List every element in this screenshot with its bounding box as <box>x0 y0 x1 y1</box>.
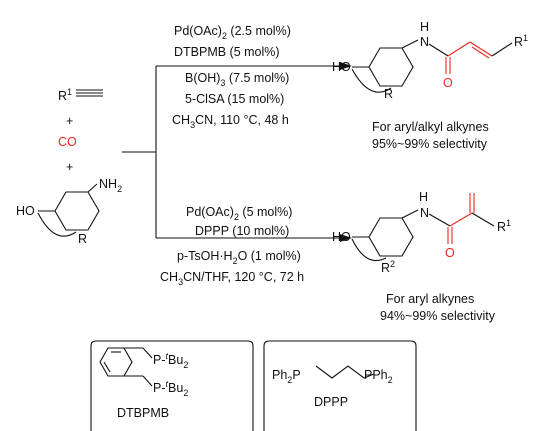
upper-conditions: Pd(OAc)2 (2.5 mol%) DTBPMB (5 mol%) B(OH… <box>172 24 291 130</box>
upper-selectivity-note: 95%~99% selectivity <box>372 137 488 151</box>
dtbpmb-phosphine-top: P-tBu2 <box>153 351 188 370</box>
upper-product-ring <box>368 47 414 87</box>
upper-product-alkene-bond-1 <box>469 41 493 57</box>
upper-cond-ligand: DTBPMB (5 mol%) <box>174 45 280 59</box>
dtbpmb-ligand-name: DTBPMB <box>117 406 169 420</box>
lower-selectivity-note: 94%~99% selectivity <box>380 309 496 323</box>
lower-product-n-label: N <box>420 206 429 220</box>
upper-product-r1-bond <box>491 42 513 57</box>
dtbpmb-ligand-box: P-tBu2 P-tBu2 DTBPMB <box>90 340 254 431</box>
dtbpmb-phosphine-bottom: P-tBu2 <box>153 379 188 398</box>
dtbpmb-box-outline <box>90 340 254 431</box>
lower-product-ring <box>368 217 414 257</box>
aniline-ho-label: HO <box>16 204 35 218</box>
lower-product-r1-label: R1 <box>497 218 511 234</box>
upper-arrow-head <box>340 62 352 70</box>
lower-product-cc-bond <box>449 212 473 227</box>
dppp-box-outline <box>263 340 417 431</box>
dppp-right-phosphine: PPh2 <box>364 368 393 385</box>
dppp-ligand-name: DPPP <box>314 395 348 409</box>
lower-cond-ligand: DPPP (10 mol%) <box>195 224 289 238</box>
alkyne-reactant: R1 <box>58 87 103 103</box>
upper-product-n-label: N <box>420 35 429 49</box>
linear-acrylamide-product: HO R H N O R1 <box>332 20 528 101</box>
dtbpmb-cp-bond-bottom <box>142 375 153 387</box>
plus-sign-2: + <box>66 160 73 174</box>
upper-cond-boric-acid: B(OH)3 (7.5 mol%) <box>185 71 289 88</box>
alkyne-r-label: R1 <box>58 87 72 103</box>
dppp-propane-chain <box>315 365 375 379</box>
lower-product-h-label: H <box>419 190 428 204</box>
aminophenol-reactant: NH2 HO R <box>16 177 122 246</box>
lower-scope-note: For aryl alkynes <box>386 292 474 306</box>
lower-product-r2-label: R2 <box>381 259 395 275</box>
upper-product-r-label: R <box>384 87 393 101</box>
aniline-n-bond <box>87 183 98 193</box>
lower-cond-pd: Pd(OAc)2 (5 mol%) <box>186 205 292 222</box>
lower-product-substituent-arc <box>351 238 387 262</box>
upper-cond-pd: Pd(OAc)2 (2.5 mol%) <box>174 24 291 41</box>
aniline-nh2-label: NH2 <box>99 177 122 194</box>
branched-acrylamide-product: HO R2 H N O R1 <box>332 190 511 275</box>
upper-product-cc-bond <box>447 41 471 57</box>
lower-product-o-label: O <box>445 246 455 260</box>
aniline-r-label: R <box>78 232 87 246</box>
aniline-benzene-ring <box>54 191 100 231</box>
upper-scope-note: For aryl/alkyl alkynes <box>372 120 489 134</box>
upper-cond-additive: 5-ClSA (15 mol%) <box>185 92 284 106</box>
upper-product-o-label: O <box>443 76 453 90</box>
branching-arrows <box>122 62 352 242</box>
lower-product-ho-label: HO <box>332 230 351 244</box>
lower-product-nc-bond <box>428 213 451 227</box>
upper-product-n-bond <box>401 39 419 49</box>
lower-cond-acid: p-TsOH·H2O (1 mol%) <box>177 249 301 266</box>
upper-product-r1-label: R1 <box>514 33 528 49</box>
upper-product-h-label: H <box>420 20 429 34</box>
lower-product-r1-bond <box>471 212 495 227</box>
aniline-substituent-arc <box>37 212 77 237</box>
upper-cond-solvent: CH3CN, 110 °C, 48 h <box>172 113 289 130</box>
lower-arrow-head <box>340 234 352 242</box>
upper-product-alkene-bond-2 <box>471 46 490 59</box>
dtbpmb-cp-bond-top <box>142 347 153 359</box>
carbon-monoxide-label: CO <box>58 135 77 149</box>
upper-product-substituent-arc <box>351 68 392 93</box>
lower-product-n-bond <box>401 209 419 219</box>
upper-product-ho-label: HO <box>332 60 351 74</box>
lower-conditions: Pd(OAc)2 (5 mol%) DPPP (10 mol%) p-TsOH·… <box>160 205 304 287</box>
lower-cond-solvent: CH3CN/THF, 120 °C, 72 h <box>160 270 304 287</box>
dppp-ligand-box: Ph2P PPh2 DPPP <box>263 340 417 431</box>
dtbpmb-ring-double-2 <box>103 361 111 373</box>
dppp-left-phosphine: Ph2P <box>272 368 301 385</box>
upper-product-nc-bond <box>428 43 449 57</box>
plus-sign-1: + <box>66 114 73 128</box>
